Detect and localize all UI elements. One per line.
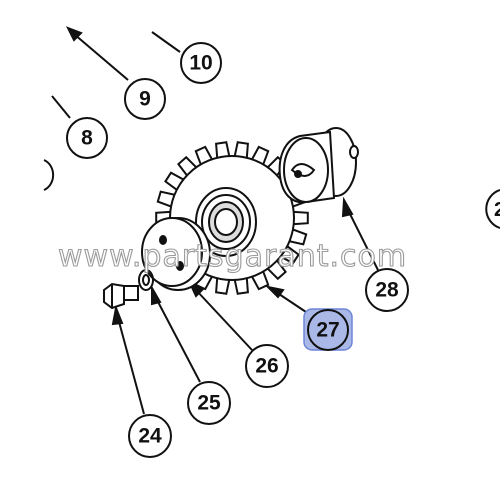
leader-line-8 — [51, 95, 71, 119]
bolt-head — [103, 282, 125, 310]
callout-28-label: 28 — [375, 279, 399, 302]
partial-callout-right — [485, 189, 500, 229]
leader-line-26 — [195, 289, 253, 351]
callout-25-label: 25 — [197, 392, 221, 415]
callout-9-label: 9 — [139, 88, 151, 111]
callout-10-circle — [180, 42, 222, 84]
thrust-plate-icon — [141, 217, 211, 291]
leader-line-24 — [117, 317, 145, 415]
arrowhead-25 — [151, 284, 162, 306]
callout-27: 27 — [303, 308, 353, 351]
callout-9: 9 — [124, 78, 166, 120]
shaft-flange-stub — [349, 145, 359, 159]
arrowhead-9 — [65, 26, 83, 42]
shaft-icon — [278, 127, 359, 204]
callout-26: 26 — [245, 344, 289, 388]
partial-callout-right-digit: 2 — [494, 199, 500, 221]
leader-line-28 — [347, 209, 379, 271]
leader-line-9 — [73, 33, 129, 81]
callout-10: 10 — [180, 42, 222, 84]
shaft-slot-hole — [294, 170, 302, 178]
callout-10-label: 10 — [189, 52, 212, 75]
callout-9-circle — [124, 78, 166, 120]
callout-28: 28 — [365, 268, 409, 312]
washer-inner — [142, 274, 150, 286]
callout-26-circle — [245, 344, 289, 388]
bolt-icon — [103, 282, 139, 310]
callout-24: 24 — [128, 414, 172, 458]
callouts: 10 9 8 28 27 26 25 24 — [66, 42, 409, 458]
arrowhead-28 — [341, 196, 354, 218]
callout-24-circle — [128, 414, 172, 458]
callout-8-circle — [66, 117, 108, 159]
leader-line-10 — [151, 31, 181, 53]
callout-27-label: 27 — [316, 319, 339, 342]
leader-lines — [51, 26, 379, 415]
leader-line-25 — [155, 297, 201, 383]
callout-27-circle — [307, 309, 349, 351]
partial-callout-left — [43, 159, 55, 191]
callout-25-circle — [187, 381, 231, 425]
arrowhead-27 — [264, 285, 285, 299]
callout-26-label: 26 — [255, 355, 278, 378]
callout-28-circle — [365, 268, 409, 312]
callout-25: 25 — [187, 381, 231, 425]
gear-hub-bore — [214, 208, 238, 236]
callout-8-label: 8 — [81, 127, 93, 150]
callout-8: 8 — [66, 117, 108, 159]
plate-hole-top — [159, 235, 167, 245]
plate-hole-bottom — [176, 261, 184, 271]
plate-face — [141, 217, 203, 287]
watermark-text: www.partsgarant.com — [58, 239, 407, 274]
washer-outer — [138, 269, 154, 291]
washer-icon — [138, 269, 154, 291]
callout-24-label: 24 — [138, 425, 162, 448]
arrowhead-24 — [111, 304, 124, 326]
